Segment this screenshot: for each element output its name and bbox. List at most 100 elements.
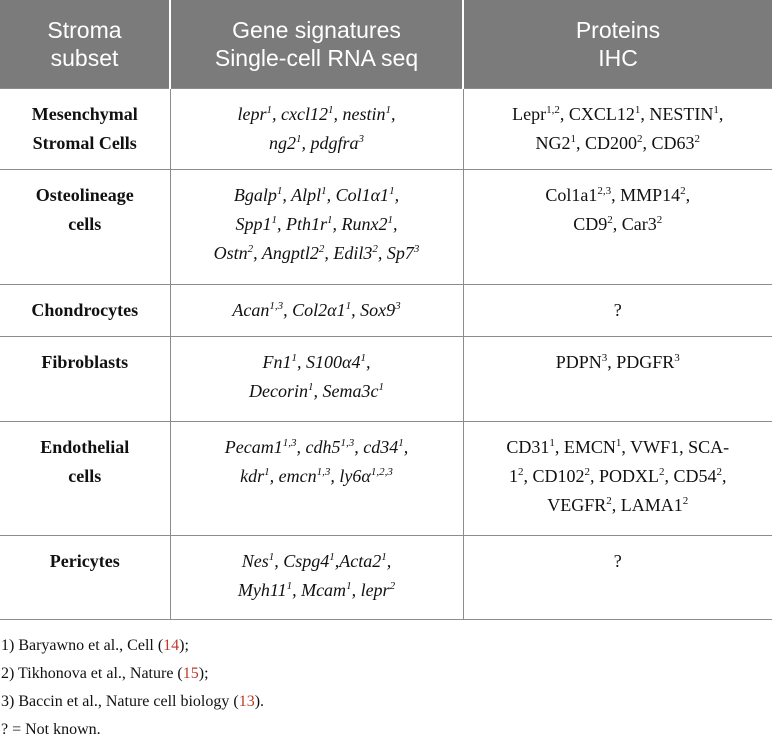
cell-text: , ly6α <box>330 466 371 486</box>
subset-label: Osteolineage <box>35 185 134 205</box>
cell-text: , LAMA1 <box>611 495 683 515</box>
reference-superscript: 2 <box>606 495 612 507</box>
cell-text: , <box>685 185 691 205</box>
cell-text: , CD200 <box>575 133 637 153</box>
footnote-text: 1) Baryawno et al., Cell ( <box>1 637 164 654</box>
gene-signatures-cell: Nes1, Cspg41,Acta21,Myh111, Mcam1, lepr2 <box>169 535 463 620</box>
cell-line: Fn11, S100α41, <box>177 348 457 377</box>
proteins-cell: ? <box>462 284 772 337</box>
reference-superscript: 2 <box>659 466 665 478</box>
table-header-row: Stroma subset Gene signatures Single-cel… <box>0 0 772 89</box>
cell-text: , cxcl12 <box>272 104 328 124</box>
reference-superscript: 2 <box>372 243 378 255</box>
cell-text: NG2 <box>535 133 571 153</box>
cell-text: , VWF1, SCA- <box>621 437 730 457</box>
cell-text: , <box>718 104 724 124</box>
cell-text: , CD102 <box>523 466 585 486</box>
cell-line: Col1a12,3, MMP142, <box>470 181 767 210</box>
footnote-text: 2) Tikhonova et al., Nature ( <box>1 665 183 682</box>
cell-text: , Sp7 <box>377 243 414 263</box>
stroma-subset-cell: Chondrocytes <box>0 284 170 337</box>
cell-text: , <box>386 551 392 571</box>
cell-text: ? <box>613 551 622 571</box>
subset-label: cells <box>68 466 102 486</box>
stroma-subset-table: Stroma subset Gene signatures Single-cel… <box>0 0 772 620</box>
reference-superscript: 1 <box>286 580 293 592</box>
cell-text: kdr <box>240 466 265 486</box>
footnote-tail: ); <box>179 637 189 654</box>
subset-label: cells <box>68 214 102 234</box>
cell-line: Lepr1,2, CXCL121, NESTIN1, <box>470 100 767 129</box>
cell-text: , Angptl2 <box>253 243 319 263</box>
reference-superscript: 1 <box>308 381 314 393</box>
reference-superscript: 2 <box>389 580 396 592</box>
cell-text: , emcn <box>269 466 317 486</box>
cell-text: , <box>722 466 727 486</box>
cell-text: , NESTIN <box>640 104 714 124</box>
cell-text: , MMP14 <box>611 185 681 205</box>
cell-text: , <box>403 437 409 457</box>
cell-text: VEGFR <box>547 495 607 515</box>
reference-superscript: 1 <box>291 352 298 364</box>
footnote: 3) Baccin et al., Nature cell biology (1… <box>0 688 772 716</box>
cell-text: , Col1α1 <box>326 185 390 205</box>
reference-superscript: 1 <box>271 214 278 226</box>
reference-superscript: 2 <box>716 466 723 478</box>
cell-text: , CD63 <box>642 133 695 153</box>
cell-text: , Sox9 <box>351 300 396 320</box>
cell-text: , Col2α1 <box>283 300 346 320</box>
reference-superscript: 1 <box>378 381 384 393</box>
cell-text: , <box>390 104 396 124</box>
reference-superscript: 1 <box>327 104 334 116</box>
cell-text: , CXCL12 <box>559 104 635 124</box>
reference-link[interactable]: 15 <box>182 665 199 682</box>
header-gene-signatures: Gene signatures Single-cell RNA seq <box>169 0 463 89</box>
cell-text: Fn1 <box>262 352 292 372</box>
reference-superscript: 1 <box>713 104 719 116</box>
cell-text: , Sema3c <box>313 381 379 401</box>
proteins-cell: Col1a12,3, MMP142,CD92, Car32 <box>462 169 772 285</box>
cell-text: , cdh5 <box>296 437 341 457</box>
reference-link[interactable]: 14 <box>163 637 180 654</box>
cell-line: Nes1, Cspg41,Acta21, <box>177 547 457 576</box>
cell-text: CD31 <box>506 437 550 457</box>
cell-text: , <box>394 185 400 205</box>
reference-superscript: 1 <box>295 133 302 145</box>
cell-text: , Mcam <box>292 580 347 600</box>
reference-superscript: 1 <box>264 466 270 478</box>
cell-line: ? <box>470 547 767 576</box>
cell-text: Lepr <box>512 104 547 124</box>
reference-superscript: 1 <box>634 104 641 116</box>
reference-superscript: 3 <box>413 243 420 255</box>
cell-line: lepr1, cxcl121, nestin1, <box>177 100 457 129</box>
cell-text: , <box>365 352 371 372</box>
proteins-cell: ? <box>462 535 772 620</box>
cell-line: ng21, pdgfra3 <box>177 129 457 158</box>
cell-text: , Edil3 <box>324 243 373 263</box>
cell-text: , Cspg4 <box>274 551 330 571</box>
reference-superscript: 2 <box>637 133 643 145</box>
cell-line: kdr1, emcn1,3, ly6α1,2,3 <box>177 462 457 491</box>
reference-link[interactable]: 13 <box>238 693 255 710</box>
cell-line: Pecam11,3, cdh51,3, cd341, <box>177 433 457 462</box>
footnote-tail: ). <box>254 693 265 710</box>
reference-superscript: 1,3 <box>282 437 297 449</box>
cell-text: , pdgfra <box>301 133 359 153</box>
gene-signatures-cell: Fn11, S100α41,Decorin1, Sema3c1 <box>169 336 463 422</box>
footnote: 2) Tikhonova et al., Nature (15); <box>0 660 772 688</box>
reference-superscript: 1 <box>385 104 391 116</box>
cell-text: , cd34 <box>354 437 399 457</box>
reference-superscript: 2,3 <box>597 185 612 197</box>
reference-superscript: 1 <box>398 437 404 449</box>
footnote-tail: ); <box>198 665 209 682</box>
reference-superscript: 2 <box>247 243 254 255</box>
cell-text: lepr <box>237 104 267 124</box>
proteins-cell: CD311, EMCN1, VWF1, SCA-12, CD1022, PODX… <box>462 421 772 536</box>
header-stroma-subset: Stroma subset <box>0 0 170 89</box>
